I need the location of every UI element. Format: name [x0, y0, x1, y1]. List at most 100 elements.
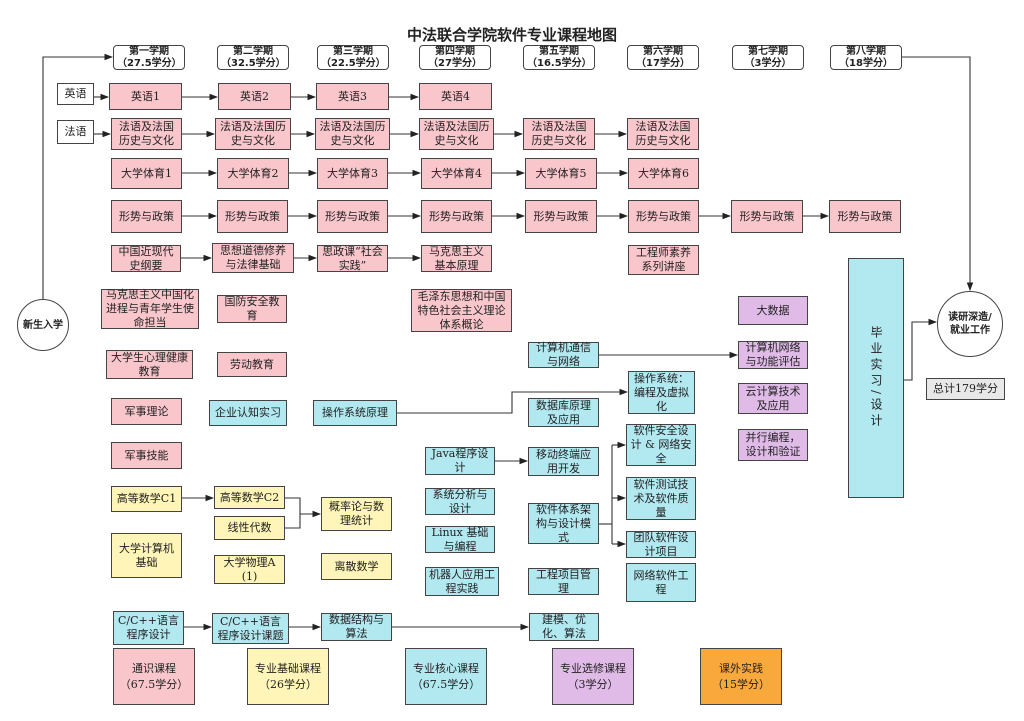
course-physics: 大学物理A(1): [214, 555, 285, 584]
course-label: 法语及法国历史与文化: [423, 120, 490, 147]
course-compbase: 大学计算机基础: [111, 533, 182, 578]
course-total: 总计179学分: [926, 378, 1005, 400]
course-label: 形势与政策: [636, 209, 691, 223]
course-label: 大学计算机基础: [119, 541, 174, 569]
connector-arrow: [285, 497, 301, 529]
course-label: 劳动教育: [230, 357, 274, 371]
course-osvirt: 操作系统：编程及虚拟化: [628, 371, 695, 414]
course-label: Linux 基础与编程: [431, 525, 489, 553]
legend-credits: （15学分）: [712, 677, 770, 691]
course-label: 软件测试技术及软件质量: [633, 477, 689, 519]
course-db: 数据库原理及应用: [528, 398, 599, 427]
course-label: 法语: [64, 125, 87, 138]
course-label: 思政课“社会实践”: [322, 244, 383, 272]
course-sp7: 形势与政策: [731, 200, 803, 233]
course-sp4: 形势与政策: [421, 200, 492, 233]
course-hist: 中国近现代史纲要: [111, 245, 181, 272]
course-test: 软件测试技术及软件质量: [626, 477, 696, 520]
end-label: 读研深造/就业工作: [948, 312, 992, 336]
course-label: 概率论与数理统计: [329, 500, 384, 527]
course-label: 工程师素养系列讲座: [636, 246, 691, 273]
semester-credits: （16.5学分）: [527, 57, 592, 69]
course-label: 英语3: [338, 89, 367, 103]
course-ds: 数据结构与算法: [321, 613, 392, 641]
course-label: 大学体育2: [227, 166, 279, 180]
connector-arrow: [902, 56, 974, 292]
course-sp2: 形势与政策: [217, 200, 288, 233]
course-label: 国防安全教育: [224, 295, 280, 322]
course-cloud: 云计算技术及应用: [738, 383, 808, 414]
course-moral: 思想道德修养与法律基础: [212, 243, 294, 273]
course-label: Java程序设计: [431, 447, 489, 474]
course-pe4: 大学体育4: [421, 158, 492, 189]
course-pe5: 大学体育5: [525, 158, 597, 189]
course-label: 机器人应用工程实践: [429, 567, 495, 595]
legend-item: 课外实践 （15学分）: [700, 648, 782, 705]
course-pe6: 大学体育6: [628, 158, 699, 189]
course-label: 军事技能: [124, 448, 169, 462]
course-team: 团队软件设计项目: [626, 531, 696, 558]
course-en3: 英语3: [316, 83, 389, 110]
semester-credits: （17学分）: [636, 57, 690, 69]
semester-credits: （18学分）: [839, 57, 893, 69]
course-label: 英语1: [131, 89, 160, 103]
course-intern: 企业认知实习: [209, 400, 287, 426]
course-label: 英语: [64, 87, 87, 100]
course-label: 形势与政策: [533, 209, 589, 223]
course-en2: 英语2: [218, 83, 291, 110]
course-psych: 大学生心理健康教育: [106, 350, 193, 379]
course-label: 操作系统原理: [322, 406, 388, 419]
semester-header: 第五学期（16.5学分）: [523, 45, 595, 70]
course-netsw: 网络软件工程: [626, 563, 696, 602]
course-marx: 马克思主义基本原理: [421, 245, 492, 272]
course-sp3: 形势与政策: [317, 200, 388, 233]
course-fr1: 法语及法国历史与文化: [111, 118, 182, 150]
course-engsem: 工程师素养系列讲座: [628, 245, 699, 275]
course-pe2: 大学体育2: [217, 158, 289, 189]
course-label: 军事理论: [124, 404, 169, 418]
course-java: Java程序设计: [425, 447, 495, 475]
course-bigdata: 大数据: [738, 296, 808, 325]
legend-credits: （67.5学分）: [411, 677, 481, 691]
course-label: C/C++语言程序设计: [118, 614, 179, 641]
semester-credits: （3学分）: [744, 57, 792, 69]
semester-header: 第八学期（18学分）: [830, 45, 902, 70]
legend-name: 通识课程: [132, 661, 176, 675]
semester-name: 第三学期: [333, 45, 373, 57]
course-label: C/C++语言程序设计课题: [217, 614, 284, 642]
course-sp5: 形势与政策: [525, 200, 597, 233]
course-label: 形势与政策: [429, 209, 484, 223]
course-label: 数据库原理及应用: [536, 398, 591, 426]
course-marxcn: 马克思主义中国化进程与青年学生使命担当: [101, 288, 199, 329]
course-label: 大学体育6: [638, 166, 689, 180]
course-fr4: 法语及法国历史与文化: [419, 118, 494, 150]
semester-name: 第四学期: [435, 45, 475, 57]
course-label: 大学生心理健康教育: [111, 350, 188, 378]
course-cppproj: C/C++语言程序设计课题: [212, 613, 289, 644]
course-pe3: 大学体育3: [317, 158, 388, 189]
course-os: 操作系统原理: [313, 400, 397, 426]
course-label: 形势与政策: [837, 209, 893, 223]
legend-item: 通识课程（67.5学分）: [113, 648, 195, 705]
start-node: 新生入学: [17, 299, 69, 351]
course-label: 法语及法国历史与文化: [635, 120, 691, 147]
course-label: 法语及法国历史与文化: [220, 120, 286, 147]
course-label: 大学体育4: [431, 166, 482, 180]
course-label: 计算机网络与功能评估: [745, 341, 801, 368]
course-social: 思政课“社会实践”: [317, 245, 388, 272]
course-label: 企业认知实习: [215, 406, 281, 419]
course-label: 大数据: [756, 303, 790, 317]
course-label: 离散数学: [334, 559, 379, 573]
semester-header: 第三学期（22.5学分）: [317, 45, 389, 70]
course-label: 法语及法国历史与文化: [531, 120, 587, 147]
course-mobile: 移动终端应用开发: [528, 447, 599, 476]
course-label: 移动终端应用开发: [536, 447, 591, 475]
legend-item: 专业选修课程（3学分）: [552, 648, 634, 705]
semester-credits: （27.5学分）: [117, 57, 182, 69]
course-defense: 国防安全教育: [217, 295, 287, 323]
course-label: 英语4: [441, 89, 470, 103]
semester-header: 第二学期（32.5学分）: [217, 45, 289, 70]
course-label: 法语及法国历史与文化: [119, 120, 174, 147]
legend-name: 课外实践: [719, 661, 763, 675]
